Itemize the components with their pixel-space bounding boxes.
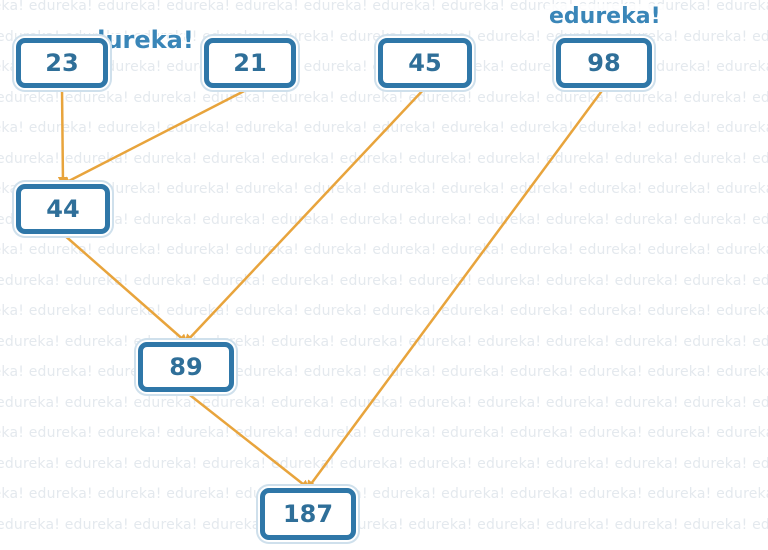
- node-45: 45: [378, 38, 472, 88]
- node-label: 45: [408, 49, 442, 77]
- node-89: 89: [138, 342, 234, 392]
- node-98: 98: [556, 38, 652, 88]
- edureka-logo-top-right: edureka!: [545, 4, 665, 29]
- edge-n23-to-n44: [57, 87, 68, 187]
- node-44: 44: [16, 184, 110, 234]
- edge-n89-to-n187: [185, 391, 311, 490]
- edge-n21-to-n44: [60, 86, 251, 186]
- edge-n44-to-n89: [62, 233, 189, 344]
- node-187: 187: [260, 488, 356, 540]
- node-label: 23: [45, 49, 79, 77]
- node-23: 23: [16, 38, 108, 88]
- node-label: 44: [46, 195, 80, 223]
- edge-n45-to-n89: [183, 87, 426, 345]
- node-label: 98: [587, 49, 621, 77]
- node-label: 21: [233, 49, 267, 77]
- node-21: 21: [204, 38, 296, 88]
- edge-n98-to-n187: [306, 87, 606, 491]
- node-label: 89: [169, 353, 203, 381]
- node-label: 187: [282, 500, 334, 528]
